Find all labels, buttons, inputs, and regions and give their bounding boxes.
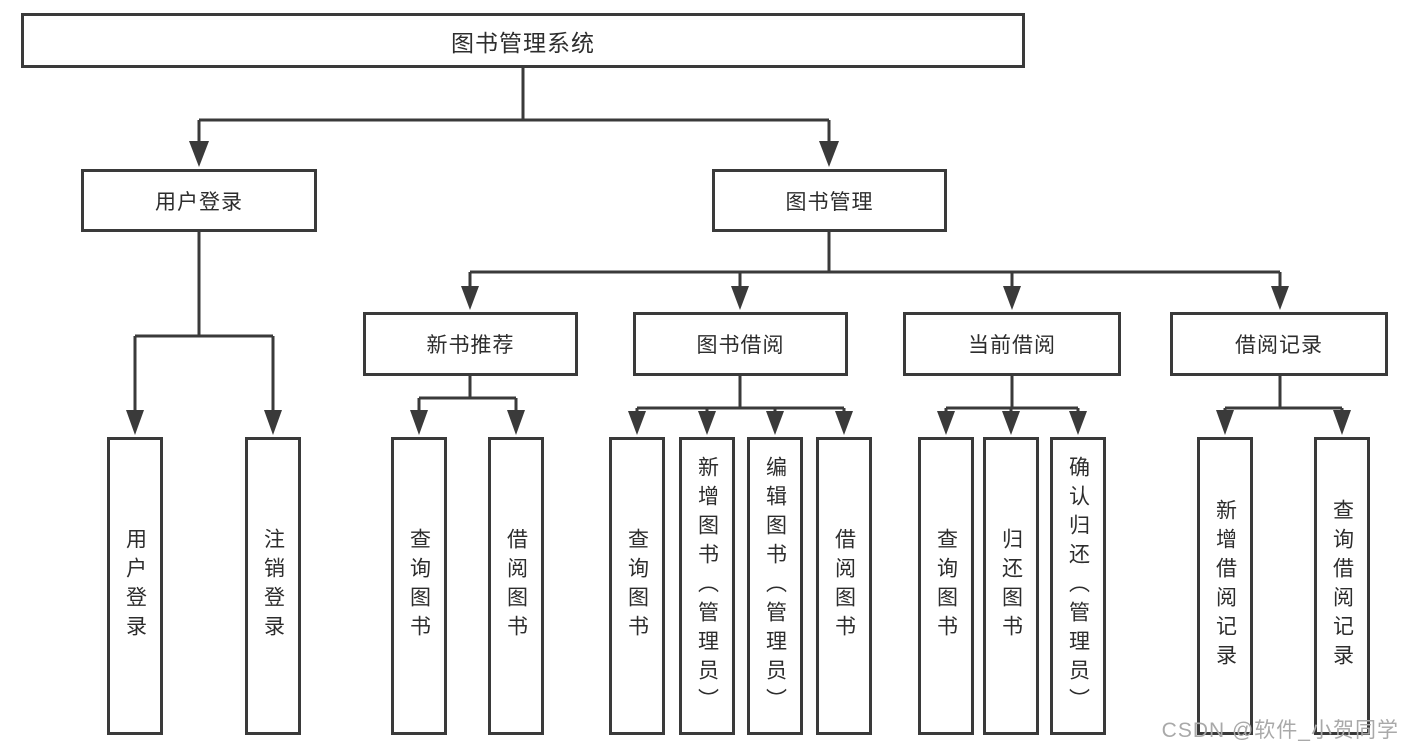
connector-book-borrow-children <box>628 376 853 435</box>
node-book-mgmt: 图书管理 <box>712 169 947 232</box>
node-book-mgmt-label: 图书管理 <box>785 190 874 214</box>
arrowhead <box>1002 411 1020 435</box>
watermark-text: CSDN @软件_小贺同学 <box>1161 719 1399 742</box>
node-borrow-record-label: 借阅记录 <box>1235 334 1323 357</box>
arrowhead <box>731 286 749 310</box>
node-leaf-query-record: 查询借阅记录 <box>1314 437 1370 735</box>
arrowhead <box>126 410 144 435</box>
node-leaf-query-book-1-label: 查询图书 <box>407 528 431 644</box>
node-leaf-user-login: 用户登录 <box>107 437 163 735</box>
node-book-borrow: 图书借阅 <box>633 312 848 376</box>
arrowhead <box>1333 410 1351 435</box>
node-leaf-confirm-return: 确认归还（管理员） <box>1050 437 1106 735</box>
connector-new-book-rec-children <box>410 376 525 435</box>
node-leaf-add-record: 新增借阅记录 <box>1197 437 1253 735</box>
node-leaf-query-book-2-label: 查询图书 <box>625 528 649 644</box>
node-current-borrow: 当前借阅 <box>903 312 1121 376</box>
node-leaf-add-book-label: 新增图书（管理员） <box>695 455 719 717</box>
node-current-borrow-label: 当前借阅 <box>968 334 1056 357</box>
arrowhead <box>1271 286 1289 310</box>
node-root-label: 图书管理系统 <box>451 29 595 56</box>
node-leaf-edit-book: 编辑图书（管理员） <box>747 437 803 735</box>
arrowhead <box>1216 410 1234 435</box>
arrowhead <box>189 141 209 167</box>
arrowhead <box>937 411 955 435</box>
node-leaf-logout: 注销登录 <box>245 437 301 735</box>
node-leaf-user-login-label: 用户登录 <box>123 528 147 644</box>
node-root: 图书管理系统 <box>21 13 1025 68</box>
arrowhead <box>628 411 646 435</box>
node-leaf-confirm-return-label: 确认归还（管理员） <box>1066 455 1090 717</box>
connector-borrow-record-children <box>1216 376 1351 435</box>
arrowhead <box>1069 411 1087 435</box>
node-leaf-return-book: 归还图书 <box>983 437 1039 735</box>
node-leaf-borrow-book-2-label: 借阅图书 <box>832 528 856 644</box>
node-leaf-add-record-label: 新增借阅记录 <box>1213 499 1237 673</box>
node-leaf-edit-book-label: 编辑图书（管理员） <box>763 455 787 717</box>
node-borrow-record: 借阅记录 <box>1170 312 1388 376</box>
node-book-borrow-label: 图书借阅 <box>696 334 785 357</box>
node-user-login: 用户登录 <box>81 169 317 232</box>
node-leaf-query-record-label: 查询借阅记录 <box>1330 499 1354 673</box>
node-leaf-query-book-2: 查询图书 <box>609 437 665 735</box>
node-new-book-rec-label: 新书推荐 <box>426 334 515 357</box>
node-leaf-query-book-3: 查询图书 <box>918 437 974 735</box>
node-leaf-logout-label: 注销登录 <box>261 528 285 644</box>
arrowhead <box>410 410 428 435</box>
arrowhead <box>766 411 784 435</box>
arrowhead <box>835 411 853 435</box>
connector-user-login-children <box>126 232 282 435</box>
node-leaf-add-book: 新增图书（管理员） <box>679 437 735 735</box>
node-new-book-rec: 新书推荐 <box>363 312 578 376</box>
connector-current-borrow-children <box>937 376 1087 435</box>
node-leaf-borrow-book-1: 借阅图书 <box>488 437 544 735</box>
arrowhead <box>819 141 839 167</box>
arrowhead <box>1003 286 1021 310</box>
node-leaf-borrow-book-1-label: 借阅图书 <box>504 528 528 644</box>
connector-root-to-level1 <box>189 68 839 167</box>
arrowhead <box>507 410 525 435</box>
connector-book-mgmt-children <box>461 232 1289 310</box>
node-leaf-query-book-3-label: 查询图书 <box>934 528 958 644</box>
node-leaf-return-book-label: 归还图书 <box>999 528 1023 644</box>
node-user-login-label: 用户登录 <box>155 190 243 214</box>
arrowhead <box>698 411 716 435</box>
arrowhead <box>264 410 282 435</box>
arrowhead <box>461 286 479 310</box>
node-leaf-query-book-1: 查询图书 <box>391 437 447 735</box>
node-leaf-borrow-book-2: 借阅图书 <box>816 437 872 735</box>
